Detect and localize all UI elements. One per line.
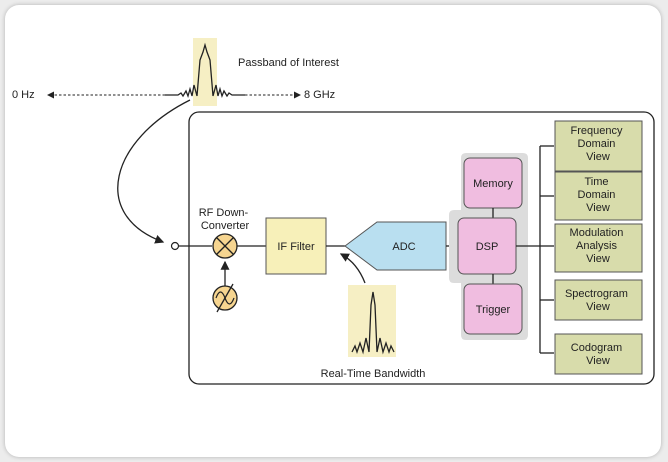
instrument-frame	[188, 111, 655, 385]
frequency-low-label: 0 Hz	[12, 89, 35, 101]
codogram-view-block: Codogram View	[554, 333, 643, 375]
trigger-block	[463, 283, 523, 335]
svg-text:Frequency Domain V: Frequency Domain View	[570, 125, 625, 163]
if-filter-label: IF Filter	[277, 241, 315, 253]
passband-label: Passband of Interest	[238, 57, 339, 69]
adc-label: ADC	[392, 241, 415, 253]
input-curve-arrow	[117, 99, 191, 244]
passband-signal-trace	[165, 42, 245, 99]
trigger-label: Trigger	[476, 304, 511, 316]
frequency-domain-view-block: Frequency Domain View	[554, 120, 643, 172]
svg-text:Time Domain View: Time Domain View	[578, 176, 619, 214]
frequency-high-label: 8 GHz	[304, 89, 335, 101]
svg-text:Modulation Analysis: Modulation Analysis View	[570, 227, 627, 265]
mixer-icon	[212, 233, 238, 259]
if-filter-block	[265, 217, 327, 275]
spectrogram-view-block: Spectrogram View	[554, 279, 643, 321]
realtime-arrow	[339, 253, 366, 284]
svg-text:Codogram View: Codogram View	[571, 342, 625, 367]
svg-text:Spectrogram View: Spectrogram View	[565, 288, 631, 313]
dsp-label: DSP	[476, 241, 499, 253]
memory-label: Memory	[473, 178, 513, 190]
modulation-analysis-view-block: Modulation Analysis View	[554, 223, 643, 273]
diagram-card	[5, 5, 661, 457]
local-oscillator-icon	[212, 283, 238, 313]
realtime-bandwidth-label: Real-Time Bandwidth	[321, 368, 426, 380]
input-port	[170, 241, 180, 251]
time-domain-view-block: Time Domain View	[554, 171, 643, 221]
rf-downconverter-label: RF Down- Converter	[199, 207, 252, 232]
realtime-bandwidth-trace	[351, 291, 395, 355]
